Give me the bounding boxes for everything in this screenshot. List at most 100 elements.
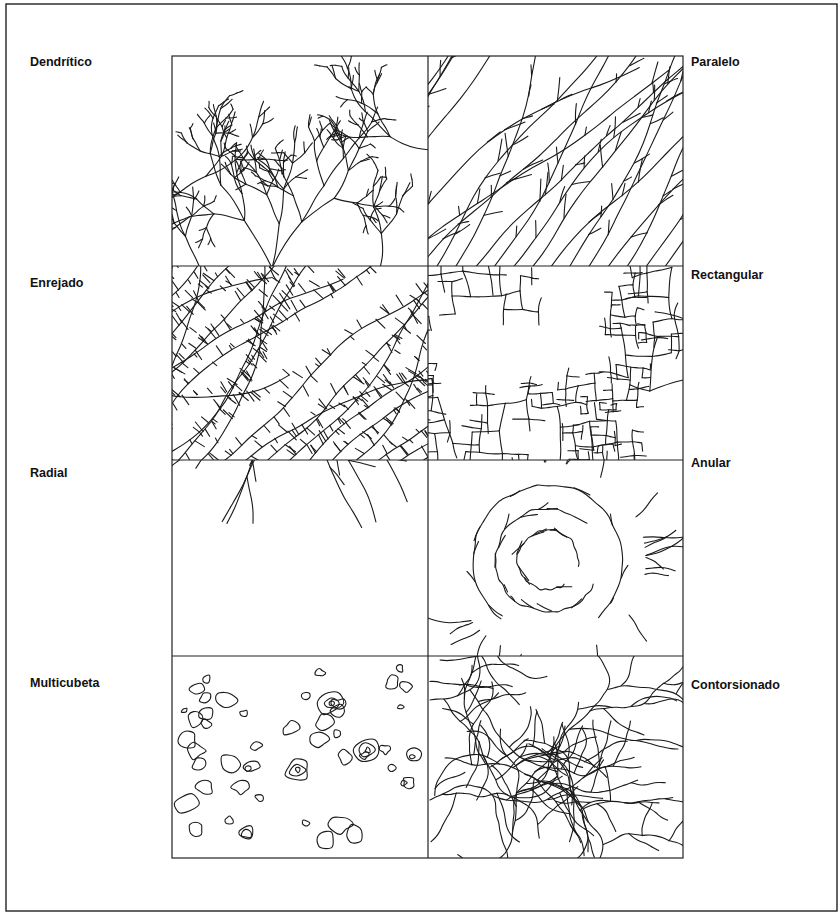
stream-line [305, 143, 313, 153]
stream-line [562, 423, 564, 433]
basin-outline [317, 831, 333, 848]
stream-line [428, 191, 431, 203]
stream-line [486, 393, 495, 394]
stream-line [614, 117, 616, 137]
basin-outline [407, 748, 422, 761]
stream-line [521, 514, 538, 517]
stream-line [359, 144, 370, 148]
stream-line [620, 323, 622, 335]
stream-line [236, 159, 258, 161]
stream-line [250, 124, 252, 137]
stream-line [306, 460, 408, 502]
basin-outline [317, 692, 344, 715]
stream-line [364, 121, 368, 131]
stream-line [397, 340, 400, 344]
stream-line [348, 121, 357, 125]
stream-line [336, 431, 339, 435]
stream-line [275, 438, 278, 442]
stream-line [571, 599, 581, 608]
stream-line [471, 296, 502, 297]
stream-line [653, 322, 655, 338]
stream-line [317, 161, 324, 186]
stream-line [612, 390, 614, 401]
stream-line [605, 318, 606, 335]
stream-line [520, 276, 531, 278]
pattern-label: Multicubeta [30, 676, 99, 691]
stream-line [264, 388, 269, 393]
stream-line [641, 338, 654, 340]
basin-outline [310, 732, 330, 747]
stream-line [451, 630, 480, 644]
stream-line [194, 272, 198, 278]
stream-line [196, 460, 216, 468]
stream-line [428, 384, 433, 385]
stream-line [271, 445, 277, 452]
stream-line [513, 419, 529, 420]
stream-line [560, 187, 565, 203]
stream-line [224, 320, 230, 330]
stream-line [267, 180, 274, 194]
stream-line [559, 427, 561, 460]
stream-line [290, 446, 296, 454]
stream-line [626, 400, 637, 401]
stream-line [500, 729, 519, 834]
stream-line [206, 327, 212, 331]
stream-line [367, 189, 369, 196]
stream-line [307, 266, 314, 272]
stream-line [330, 65, 335, 67]
stream-line [431, 793, 456, 842]
stream-line [575, 163, 584, 165]
stream-line [622, 183, 625, 196]
stream-line [533, 712, 537, 747]
stream-line [419, 371, 423, 376]
stream-line [501, 454, 503, 460]
stream-line [491, 185, 492, 197]
stream-line [538, 312, 540, 325]
stream-line [262, 341, 268, 350]
stream-line [190, 124, 193, 129]
stream-line [605, 292, 613, 293]
stream-line [210, 453, 219, 460]
pattern-label: Anular [691, 456, 731, 471]
stream-line [557, 406, 560, 427]
basin-outline [243, 761, 260, 771]
stream-line [241, 171, 246, 184]
stream-line [616, 365, 617, 380]
stream-line [247, 477, 253, 523]
stream-line [663, 673, 683, 685]
stream-line [207, 388, 212, 393]
stream-line [615, 74, 617, 82]
stream-line [578, 383, 595, 386]
stream-line [290, 282, 294, 287]
stream-line [296, 170, 308, 177]
stream-line [176, 354, 183, 363]
stream-line [203, 275, 210, 283]
stream-line [588, 452, 590, 460]
stream-line [652, 62, 658, 83]
stream-line [342, 66, 348, 78]
stream-line [227, 460, 298, 523]
stream-line [621, 565, 628, 578]
stream-line [611, 300, 613, 306]
stream-line [577, 451, 578, 460]
basin-outline [240, 710, 247, 716]
stream-line [300, 439, 306, 444]
stream-line [212, 421, 216, 428]
stream-line [523, 160, 543, 169]
stream-line [538, 298, 541, 312]
stream-line [252, 355, 255, 359]
basin-outline [255, 795, 263, 802]
stream-line [671, 166, 683, 176]
stream-line [470, 432, 472, 460]
stream-line [318, 116, 323, 118]
stream-line [428, 451, 437, 453]
stream-line [208, 101, 209, 107]
stream-line [435, 364, 437, 371]
stream-line [176, 313, 182, 323]
stream-line [597, 446, 599, 453]
stream-line [453, 56, 542, 266]
stream-line [590, 420, 608, 422]
stream-line [251, 145, 254, 157]
stream-line [214, 196, 216, 202]
stream-line [599, 371, 610, 373]
